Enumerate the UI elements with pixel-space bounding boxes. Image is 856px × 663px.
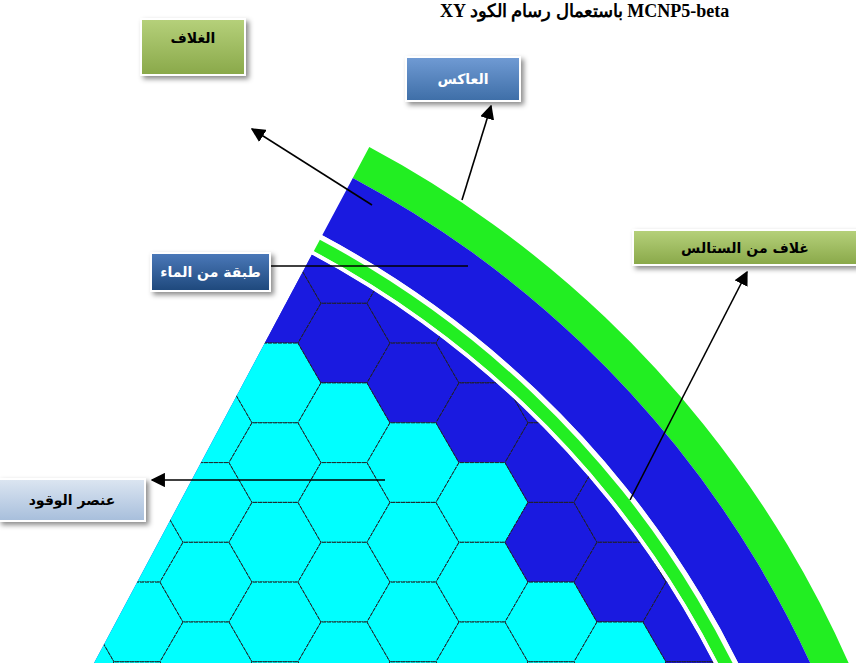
figure-title: XY باستعمال رسام الكود MCNP5-beta [440, 0, 729, 22]
callout-label: غلاف من الستالس [681, 240, 809, 256]
callout-box: عنصر الوقود [0, 478, 146, 522]
water-region [0, 255, 819, 663]
hex-cell [160, 144, 252, 224]
gap-ring [312, 251, 823, 663]
reflector-ring [322, 178, 856, 663]
hex-cell [0, 343, 45, 423]
callout-label: طبقة من الماء [160, 264, 260, 280]
hex-cell [505, 343, 597, 423]
callout-box: غلاف من الستالس [632, 229, 856, 266]
leader-line [152, 479, 385, 481]
hex-cell [91, 343, 183, 423]
hex-cell [22, 224, 114, 304]
hex-cell [0, 263, 45, 343]
hex-cell [91, 104, 183, 184]
hex-cell [22, 622, 114, 663]
callout-label: عنصر الوقود [29, 492, 116, 508]
hex-cell [22, 383, 114, 463]
hex-cell [0, 184, 45, 264]
hex-cell [436, 303, 528, 383]
callout-box: العاكس [405, 56, 521, 102]
hex-cell [367, 263, 459, 343]
steel-ring [314, 240, 836, 663]
hex-cell [22, 542, 114, 622]
hex-cell [643, 582, 735, 662]
hex-cell [22, 144, 114, 224]
hex-cell [574, 463, 666, 543]
hex-cell [298, 224, 390, 304]
hex-cell [0, 104, 45, 184]
callout-label: العاكس [437, 71, 488, 87]
hex-cell [22, 303, 114, 383]
hex-cell [712, 622, 804, 663]
callout-box: طبقة من الماء [150, 252, 271, 292]
hex-cell [643, 502, 735, 582]
leader-line [252, 129, 372, 205]
leader-line [462, 106, 491, 200]
hex-cell [643, 662, 735, 663]
hex-cell [0, 582, 45, 662]
hex-cell [160, 303, 252, 383]
callout-box: الغلاف [140, 18, 246, 76]
callout-label: الغلاف [171, 30, 216, 46]
hex-cell [0, 662, 45, 663]
leader-line [630, 272, 747, 500]
leader-line [238, 265, 468, 267]
